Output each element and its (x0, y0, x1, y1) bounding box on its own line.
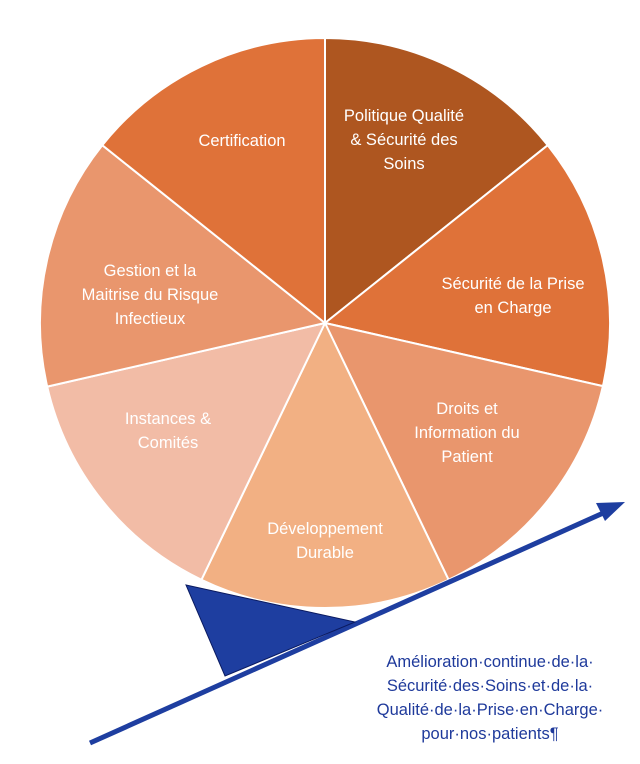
segment-certification (100, 36, 326, 326)
segment-securite-prise (322, 143, 611, 388)
segment-politique (324, 36, 550, 326)
blue-wedge-shape (185, 584, 357, 677)
improvement-arrow-shaft (88, 507, 612, 746)
caption-line-2: Sécurité·des·Soins·et·de·la· (386, 677, 594, 695)
segment-label-instances: Instances &Comités (125, 410, 211, 452)
segment-gestion (39, 143, 328, 388)
improvement-arrow-head (596, 502, 625, 521)
segment-label-certification: Certification (198, 132, 285, 150)
segment-instances (45, 321, 327, 582)
segment-droits (323, 321, 605, 582)
caption-line-3: Qualité·de·la·Prise·en·Charge· (376, 701, 604, 719)
caption-line-4: pour·nos·patients¶ (421, 725, 559, 743)
improvement-caption: Amélioration·continue·de·la· Sécurité·de… (340, 650, 640, 746)
segment-developpement (200, 320, 450, 609)
caption-line-1: Amélioration·continue·de·la· (386, 653, 594, 671)
